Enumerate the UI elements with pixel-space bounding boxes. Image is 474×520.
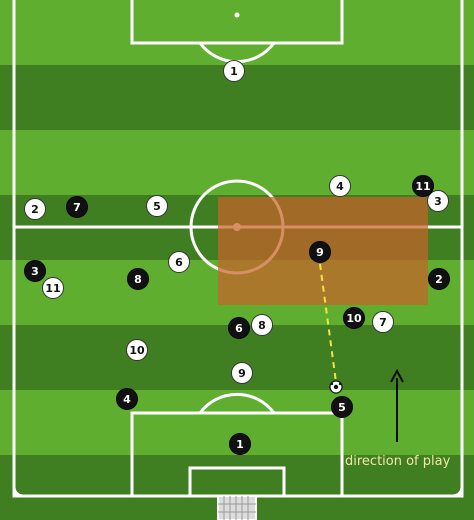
player-black-3: 3 [24,260,46,282]
player-marker [127,268,149,290]
player-number: 6 [175,256,183,269]
player-white-2: 2 [24,198,46,220]
player-marker [309,241,331,263]
player-marker [251,314,273,336]
player-number: 1 [236,438,244,451]
player-number: 11 [45,282,60,295]
corner-arc-right [452,486,464,498]
player-black-8: 8 [127,268,149,290]
player-marker [24,198,46,220]
player-black-1: 1 [229,433,251,455]
player-marker [126,339,148,361]
players: 1 2 5 4 3 11 6 8 7 10 9 11 7 3 8 9 2 10 6 4 5 1 [24,60,450,455]
player-number: 7 [379,316,387,329]
player-marker [228,317,250,339]
player-number: 3 [31,265,39,278]
player-black-6: 6 [228,317,250,339]
player-black-7: 7 [66,196,88,218]
player-number: 2 [31,203,39,216]
player-marker [223,60,245,82]
player-number: 4 [336,180,344,193]
up-arrow-icon [390,368,404,442]
grass-stripe [0,130,474,196]
player-white-1: 1 [223,60,245,82]
player-marker [229,433,251,455]
player-number: 9 [316,246,324,259]
player-number: 2 [435,273,443,286]
player-black-4: 4 [116,388,138,410]
player-white-8: 8 [251,314,273,336]
player-white-3: 3 [427,190,449,212]
player-number: 1 [230,65,238,78]
player-black-2: 2 [428,268,450,290]
pass-line [319,263,337,383]
goal-net [217,495,257,520]
player-marker [372,311,394,333]
player-number: 5 [153,200,161,213]
player-marker [231,362,253,384]
player-marker [428,268,450,290]
player-marker [427,190,449,212]
player-number: 3 [434,195,442,208]
player-marker [116,388,138,410]
player-marker [329,175,351,197]
bottom-penalty-arc [198,392,276,414]
player-white-10: 10 [126,339,148,361]
player-number: 8 [258,319,266,332]
corner-arc-left [12,486,24,498]
player-marker [168,251,190,273]
player-white-6: 6 [168,251,190,273]
player-number: 10 [346,312,362,325]
player-black-5: 5 [331,396,353,418]
player-marker [343,307,365,329]
player-number: 4 [123,393,131,406]
player-marker [331,396,353,418]
player-marker [24,260,46,282]
player-number: 10 [129,344,145,357]
player-black-11: 11 [412,175,434,197]
player-marker [146,195,168,217]
football-icon [329,380,343,394]
player-number: 7 [73,201,81,214]
top-penalty-box [130,0,344,45]
player-number: 11 [415,180,430,193]
player-marker [66,196,88,218]
player-number: 8 [134,273,142,286]
player-white-9: 9 [231,362,253,384]
player-number: 5 [338,401,346,414]
player-number: 6 [235,322,243,335]
grass-stripe [0,0,474,66]
player-marker [42,277,64,299]
direction-of-play-caption: direction of play [345,454,451,469]
player-number: 9 [238,367,246,380]
player-black-10: 10 [343,307,365,329]
player-white-5: 5 [146,195,168,217]
player-white-7: 7 [372,311,394,333]
player-black-9: 9 [309,241,331,263]
player-white-4: 4 [329,175,351,197]
player-white-11: 11 [42,277,64,299]
player-marker [412,175,434,197]
top-penalty-spot [234,12,240,18]
